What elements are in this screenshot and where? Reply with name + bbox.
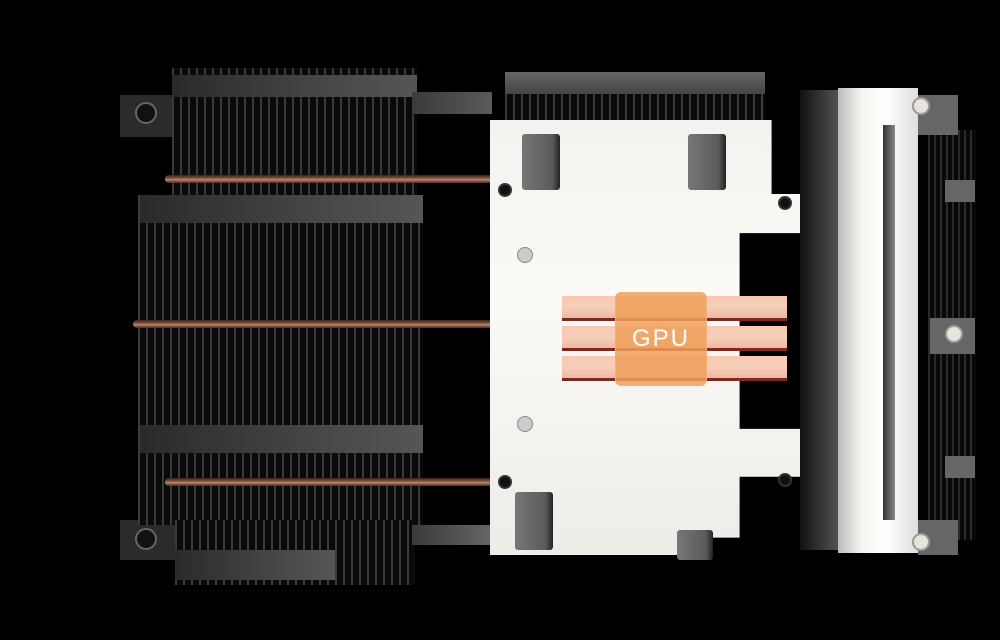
screw-icon [517, 247, 533, 263]
center-fin-cap [505, 72, 765, 94]
plate-hole [498, 183, 512, 197]
thumbscrew [912, 533, 930, 551]
fin-bar-bottom [175, 550, 335, 580]
plate-hole [778, 473, 792, 487]
rail-tab [945, 456, 975, 478]
thermal-pad [515, 492, 553, 550]
right-rail-groove [883, 125, 895, 520]
fin-bar-top [172, 75, 417, 97]
gpu-label: GPU [615, 292, 707, 386]
frame-bar-top [412, 92, 492, 114]
mount-hole-top-left [135, 102, 157, 124]
plate-hole [498, 475, 512, 489]
right-rail-shadow [800, 90, 840, 550]
thermal-pad [688, 134, 726, 190]
frame-bar-bottom [412, 525, 492, 545]
mount-hole-bottom-left [135, 528, 157, 550]
thumbscrew [945, 325, 963, 343]
thermal-pad [677, 530, 713, 560]
fin-bar-middle [140, 195, 423, 223]
plate-hole [778, 196, 792, 210]
thumbscrew [912, 97, 930, 115]
left-fin-stack-main [138, 195, 423, 525]
heatpipe [165, 478, 495, 486]
screw-icon [517, 416, 533, 432]
heatpipe [165, 175, 495, 183]
heatpipe [133, 320, 493, 328]
thermal-pad [522, 134, 560, 190]
rail-tab [945, 180, 975, 202]
right-rail [838, 88, 918, 553]
fin-bar-lower [140, 425, 423, 453]
